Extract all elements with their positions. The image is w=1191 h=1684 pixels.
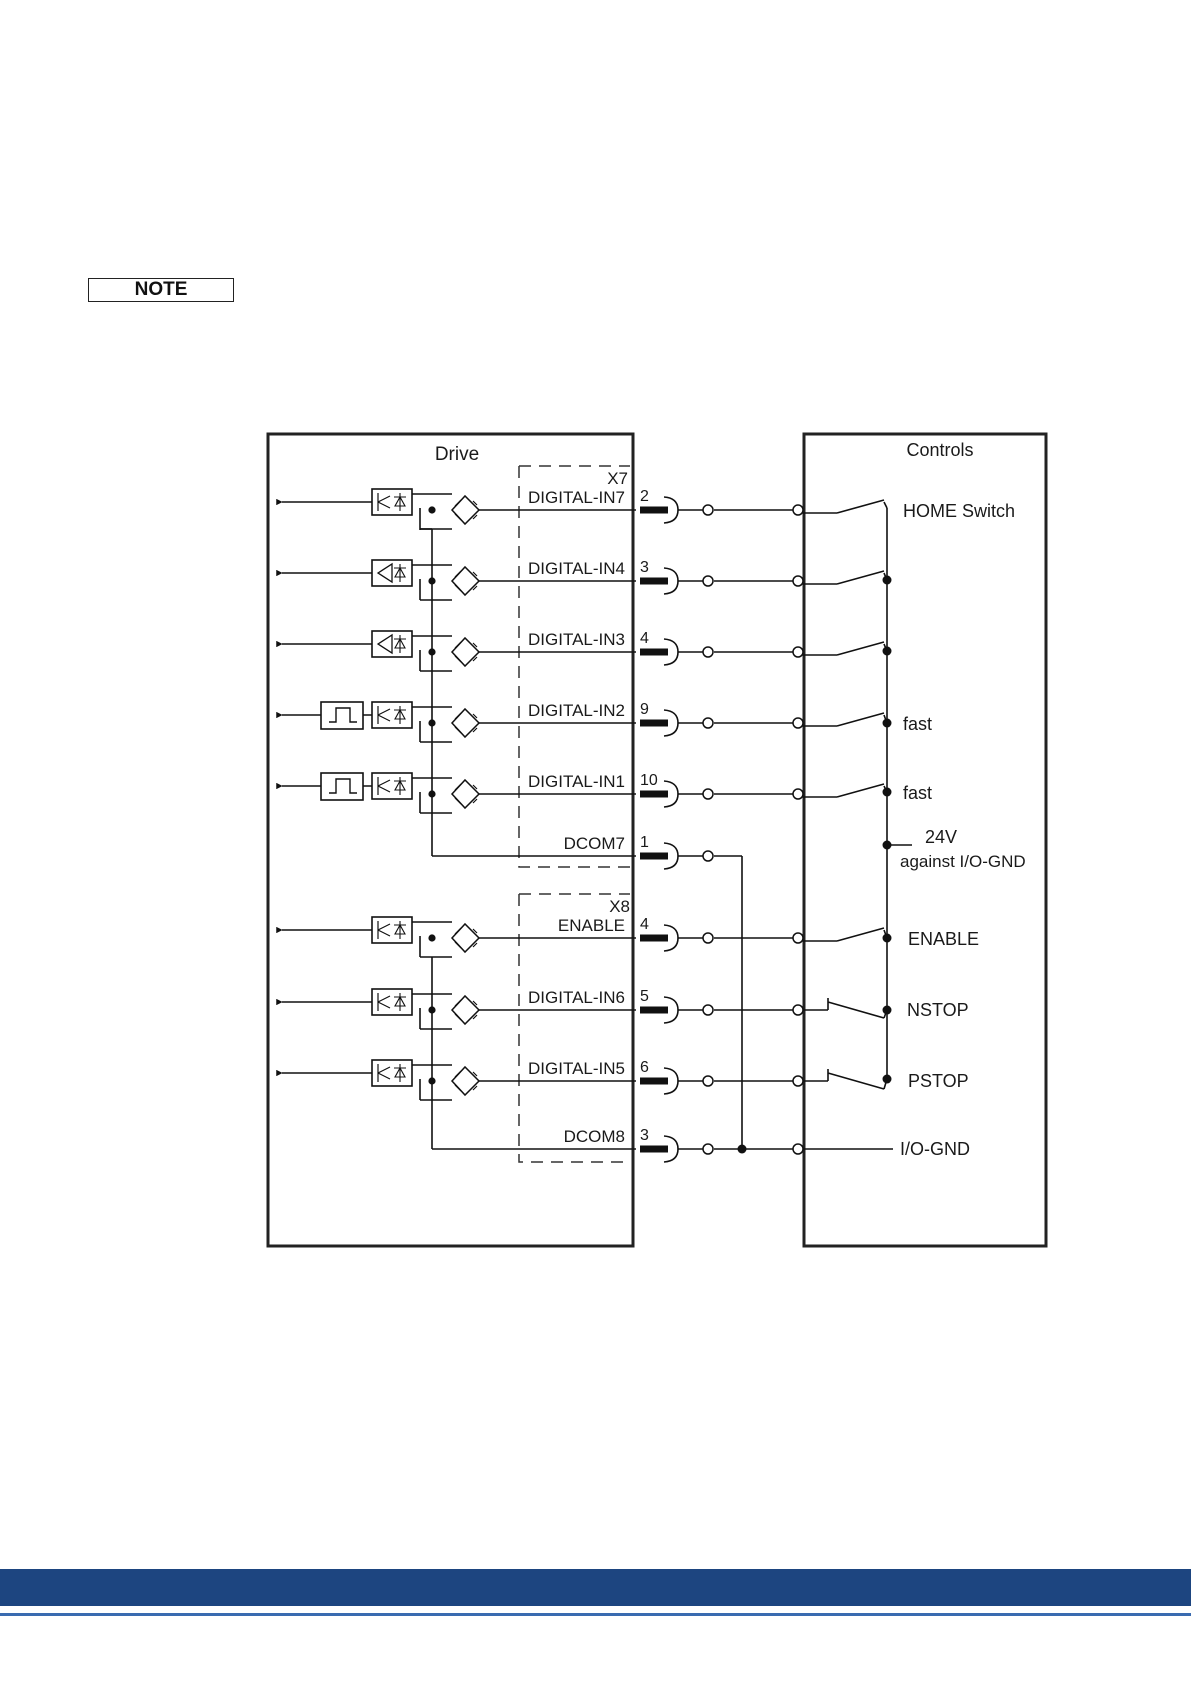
dcom-tie-node	[738, 1145, 747, 1154]
x8-row-1-bridge-diodes	[455, 1000, 477, 1020]
x7-row-1-pin-label: 3	[640, 559, 649, 576]
supply-ref-label: against I/O-GND	[900, 852, 1026, 871]
x7-row-1-terminal-left	[703, 576, 713, 586]
x7-row-1-bridge-diodes	[455, 571, 477, 591]
supply-voltage-label: 24V	[925, 827, 957, 847]
x8-row-0-terminal-right	[793, 933, 803, 943]
x8-row-0-terminal-left	[703, 933, 713, 943]
x8-row-1-terminal-right	[793, 1005, 803, 1015]
fast-label-2: fast	[903, 783, 932, 803]
x8-row-0-pin-plug	[640, 935, 668, 942]
x7-row-3-terminal-left	[703, 718, 713, 728]
footer-band	[0, 1569, 1191, 1606]
x7-row-4-terminal-left	[703, 789, 713, 799]
x7-row-2-pin-plug	[640, 649, 668, 656]
x7-row-1-contact-switch-icon	[803, 571, 884, 584]
x7-row-4-terminal-right	[793, 789, 803, 799]
x7-row-1-terminal-right	[793, 576, 803, 586]
x7-connector-outline	[519, 466, 630, 867]
home-switch-label: HOME Switch	[903, 501, 1015, 521]
x7-row-4-bridge-diodes	[455, 784, 477, 804]
x8-row-2-bridge-diodes	[455, 1071, 477, 1091]
io-gnd-label: I/O-GND	[900, 1139, 970, 1159]
pstop-label: PSTOP	[908, 1071, 969, 1091]
footer-line	[0, 1613, 1191, 1616]
nstop-label: NSTOP	[907, 1000, 969, 1020]
x7-row-0-name-label: DIGITAL-IN7	[528, 488, 625, 507]
x8-common-terminal	[703, 1144, 713, 1154]
x7-row-0-terminal-right	[793, 505, 803, 515]
x8-row-0-name-label: ENABLE	[558, 916, 625, 935]
x7-row-3-terminal-right	[793, 718, 803, 728]
x7-row-4-bridge-rectifier-icon	[452, 780, 479, 808]
x8-row-1-bridge-rectifier-icon	[452, 996, 479, 1024]
x7-row-3-contact-switch-icon	[803, 713, 884, 726]
x8-row-1-stop-switch-icon	[803, 998, 884, 1018]
x7-row-2-name-label: DIGITAL-IN3	[528, 630, 625, 649]
x7-row-0-pin-label: 2	[640, 488, 649, 505]
x7-row-2-pin-label: 4	[640, 630, 649, 647]
x8-row-2-terminal-right	[793, 1076, 803, 1086]
x7-row-3-pin-label: 9	[640, 701, 649, 718]
x8-common-pin-plug	[640, 1146, 668, 1153]
x7-row-0-contact-switch-icon	[803, 500, 884, 513]
x7-common-terminal	[703, 851, 713, 861]
x7-row-1-name-label: DIGITAL-IN4	[528, 559, 625, 578]
x7-row-1-pin-plug	[640, 578, 668, 585]
x8-row-2-name-label: DIGITAL-IN5	[528, 1059, 625, 1078]
x8-row-2-bridge-rectifier-icon	[452, 1067, 479, 1095]
x8-row-2-pin-label: 6	[640, 1059, 649, 1076]
fast-label-1: fast	[903, 714, 932, 734]
x7-row-4-pin-label: 10	[640, 772, 658, 789]
x8-row-2-stop-switch-icon	[803, 1069, 884, 1089]
x7-row-2-bridge-diodes	[455, 642, 477, 662]
x8-row-1-name-label: DIGITAL-IN6	[528, 988, 625, 1007]
x8-row-1-terminal-left	[703, 1005, 713, 1015]
x8-row-0-bridge-rectifier-icon	[452, 924, 479, 952]
x7-row-4-contact-switch-icon	[803, 784, 884, 797]
x7-row-0-switch-to-bus	[884, 502, 887, 508]
x7-row-1-bridge-rectifier-icon	[452, 567, 479, 595]
x7-row-0-bridge-diodes	[455, 500, 477, 520]
x7-row-3-bridge-rectifier-icon	[452, 709, 479, 737]
x7-row-4-filter-icon	[321, 773, 363, 800]
drive-title: Drive	[435, 444, 479, 465]
x7-row-2-contact-switch-icon	[803, 642, 884, 655]
x7-row-2-bridge-rectifier-icon	[452, 638, 479, 666]
x7-row-4-pin-plug	[640, 791, 668, 798]
supply-node	[883, 841, 892, 850]
x7-row-3-filter-icon	[321, 702, 363, 729]
x7-row-0-terminal-left	[703, 505, 713, 515]
x7-row-3-pin-plug	[640, 720, 668, 727]
x7-row-0-bridge-rectifier-icon	[452, 496, 479, 524]
x8-row-2-pin-plug	[640, 1078, 668, 1085]
x8-row-1-pin-label: 5	[640, 988, 649, 1005]
x7-row-3-name-label: DIGITAL-IN2	[528, 701, 625, 720]
x7-row-0-common-node	[428, 506, 435, 513]
x8-row-2-terminal-left	[703, 1076, 713, 1086]
x7-row-2-terminal-left	[703, 647, 713, 657]
x7-common-name-label: DCOM7	[564, 834, 625, 853]
x7-row-0-pin-plug	[640, 507, 668, 514]
x8-row-0-pin-label: 4	[640, 916, 649, 933]
x8-row-0-common-node	[428, 934, 435, 941]
x8-row-0-contact-switch-icon	[803, 928, 884, 941]
enable-label: ENABLE	[908, 929, 979, 949]
x8-row-0-bridge-diodes	[455, 928, 477, 948]
x8-common-pin-label: 3	[640, 1127, 649, 1144]
x8-row-1-pin-plug	[640, 1007, 668, 1014]
x7-row-4-name-label: DIGITAL-IN1	[528, 772, 625, 791]
x7-common-pin-plug	[640, 853, 668, 860]
x8-label: X8	[609, 897, 630, 916]
x7-common-pin-label: 1	[640, 834, 649, 851]
x7-row-2-terminal-right	[793, 647, 803, 657]
controls-title: Controls	[906, 440, 973, 460]
io-gnd-terminal	[793, 1144, 803, 1154]
x7-row-3-bridge-diodes	[455, 713, 477, 733]
x8-common-name-label: DCOM8	[564, 1127, 625, 1146]
x7-label: X7	[607, 469, 628, 488]
